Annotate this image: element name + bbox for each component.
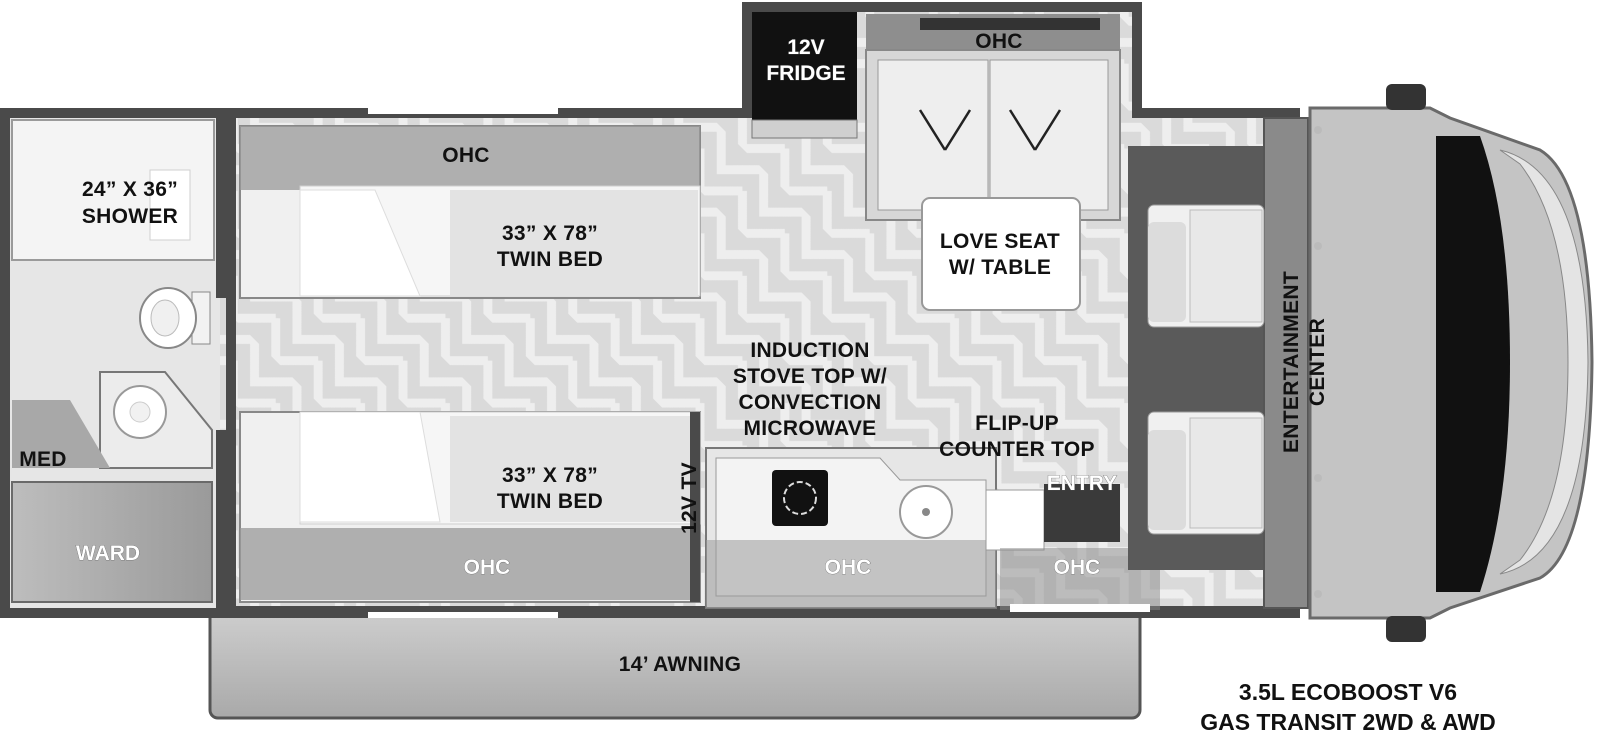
mirror-left <box>1386 84 1426 110</box>
bathroom <box>10 118 226 608</box>
cab <box>1128 117 1309 609</box>
med-label: MED <box>19 448 67 471</box>
awning-label: 14’ AWNING <box>619 653 741 676</box>
wardrobe <box>11 481 213 603</box>
toilet <box>139 287 211 349</box>
medicine-cabinet <box>12 400 110 468</box>
cab-seat-top <box>1147 204 1265 328</box>
stove-label-1: INDUCTION <box>750 339 869 362</box>
ohc-label-kitchen: OHC <box>825 556 872 579</box>
fridge-label-2-white: FRIDGE <box>766 62 845 85</box>
love-seat <box>865 14 1121 311</box>
table <box>921 197 1081 311</box>
shower-label-1: 24” X 36” <box>82 178 178 201</box>
shower-label-2: SHOWER <box>82 205 178 228</box>
kitchen-sink <box>899 485 953 539</box>
vehicle-front <box>1308 84 1594 642</box>
cab-seat-bottom <box>1147 411 1265 535</box>
induction-cooktop <box>772 470 828 526</box>
kitchen-counter <box>705 447 1045 609</box>
loveseat-label-1: LOVE SEAT <box>940 230 1060 253</box>
ohc-label-bed-bottom: OHC <box>464 556 511 579</box>
twin-bed-bottom <box>239 411 701 603</box>
mirror-right <box>1386 616 1426 642</box>
ward-label: WARD <box>76 542 140 565</box>
stove-label-4: MICROWAVE <box>744 417 877 440</box>
bed-top-name: TWIN BED <box>497 248 603 271</box>
flip-up-counter <box>985 489 1045 551</box>
entry-label: ENTRY <box>1047 472 1117 495</box>
fridge-label-1-white: 12V <box>787 36 824 59</box>
entertainment-label-2: CENTER <box>1306 318 1329 406</box>
flipup-label-1: FLIP-UP <box>975 412 1059 435</box>
engine-label-1: 3.5L ECOBOOST V6 <box>1239 679 1457 705</box>
window-bottom <box>368 612 558 618</box>
bed-bottom-name: TWIN BED <box>497 490 603 513</box>
bed-bottom-size: 33” X 78” <box>502 464 598 487</box>
bed-top-size: 33” X 78” <box>502 222 598 245</box>
stove-label-3: CONVECTION <box>738 391 881 414</box>
window-top <box>368 108 558 114</box>
ohc-label-bed-top: OHC <box>442 144 490 167</box>
ohc-label-top: OHC <box>975 30 1023 53</box>
engine-label-2: GAS TRANSIT 2WD & AWD <box>1200 709 1496 735</box>
fridge-label-fix: 12V FRIDGE <box>766 36 846 86</box>
entertainment-label-1: ENTERTAINMENT <box>1280 271 1303 453</box>
tv-label: 12V TV <box>678 462 701 534</box>
ohc-label-entry: OHC <box>1054 556 1101 579</box>
loveseat-label-2: W/ TABLE <box>949 256 1051 279</box>
stove-label-2: STOVE TOP W/ <box>733 365 887 388</box>
fridge <box>751 12 858 139</box>
flipup-label-2: COUNTER TOP <box>939 438 1095 461</box>
twin-bed-top <box>239 125 701 299</box>
